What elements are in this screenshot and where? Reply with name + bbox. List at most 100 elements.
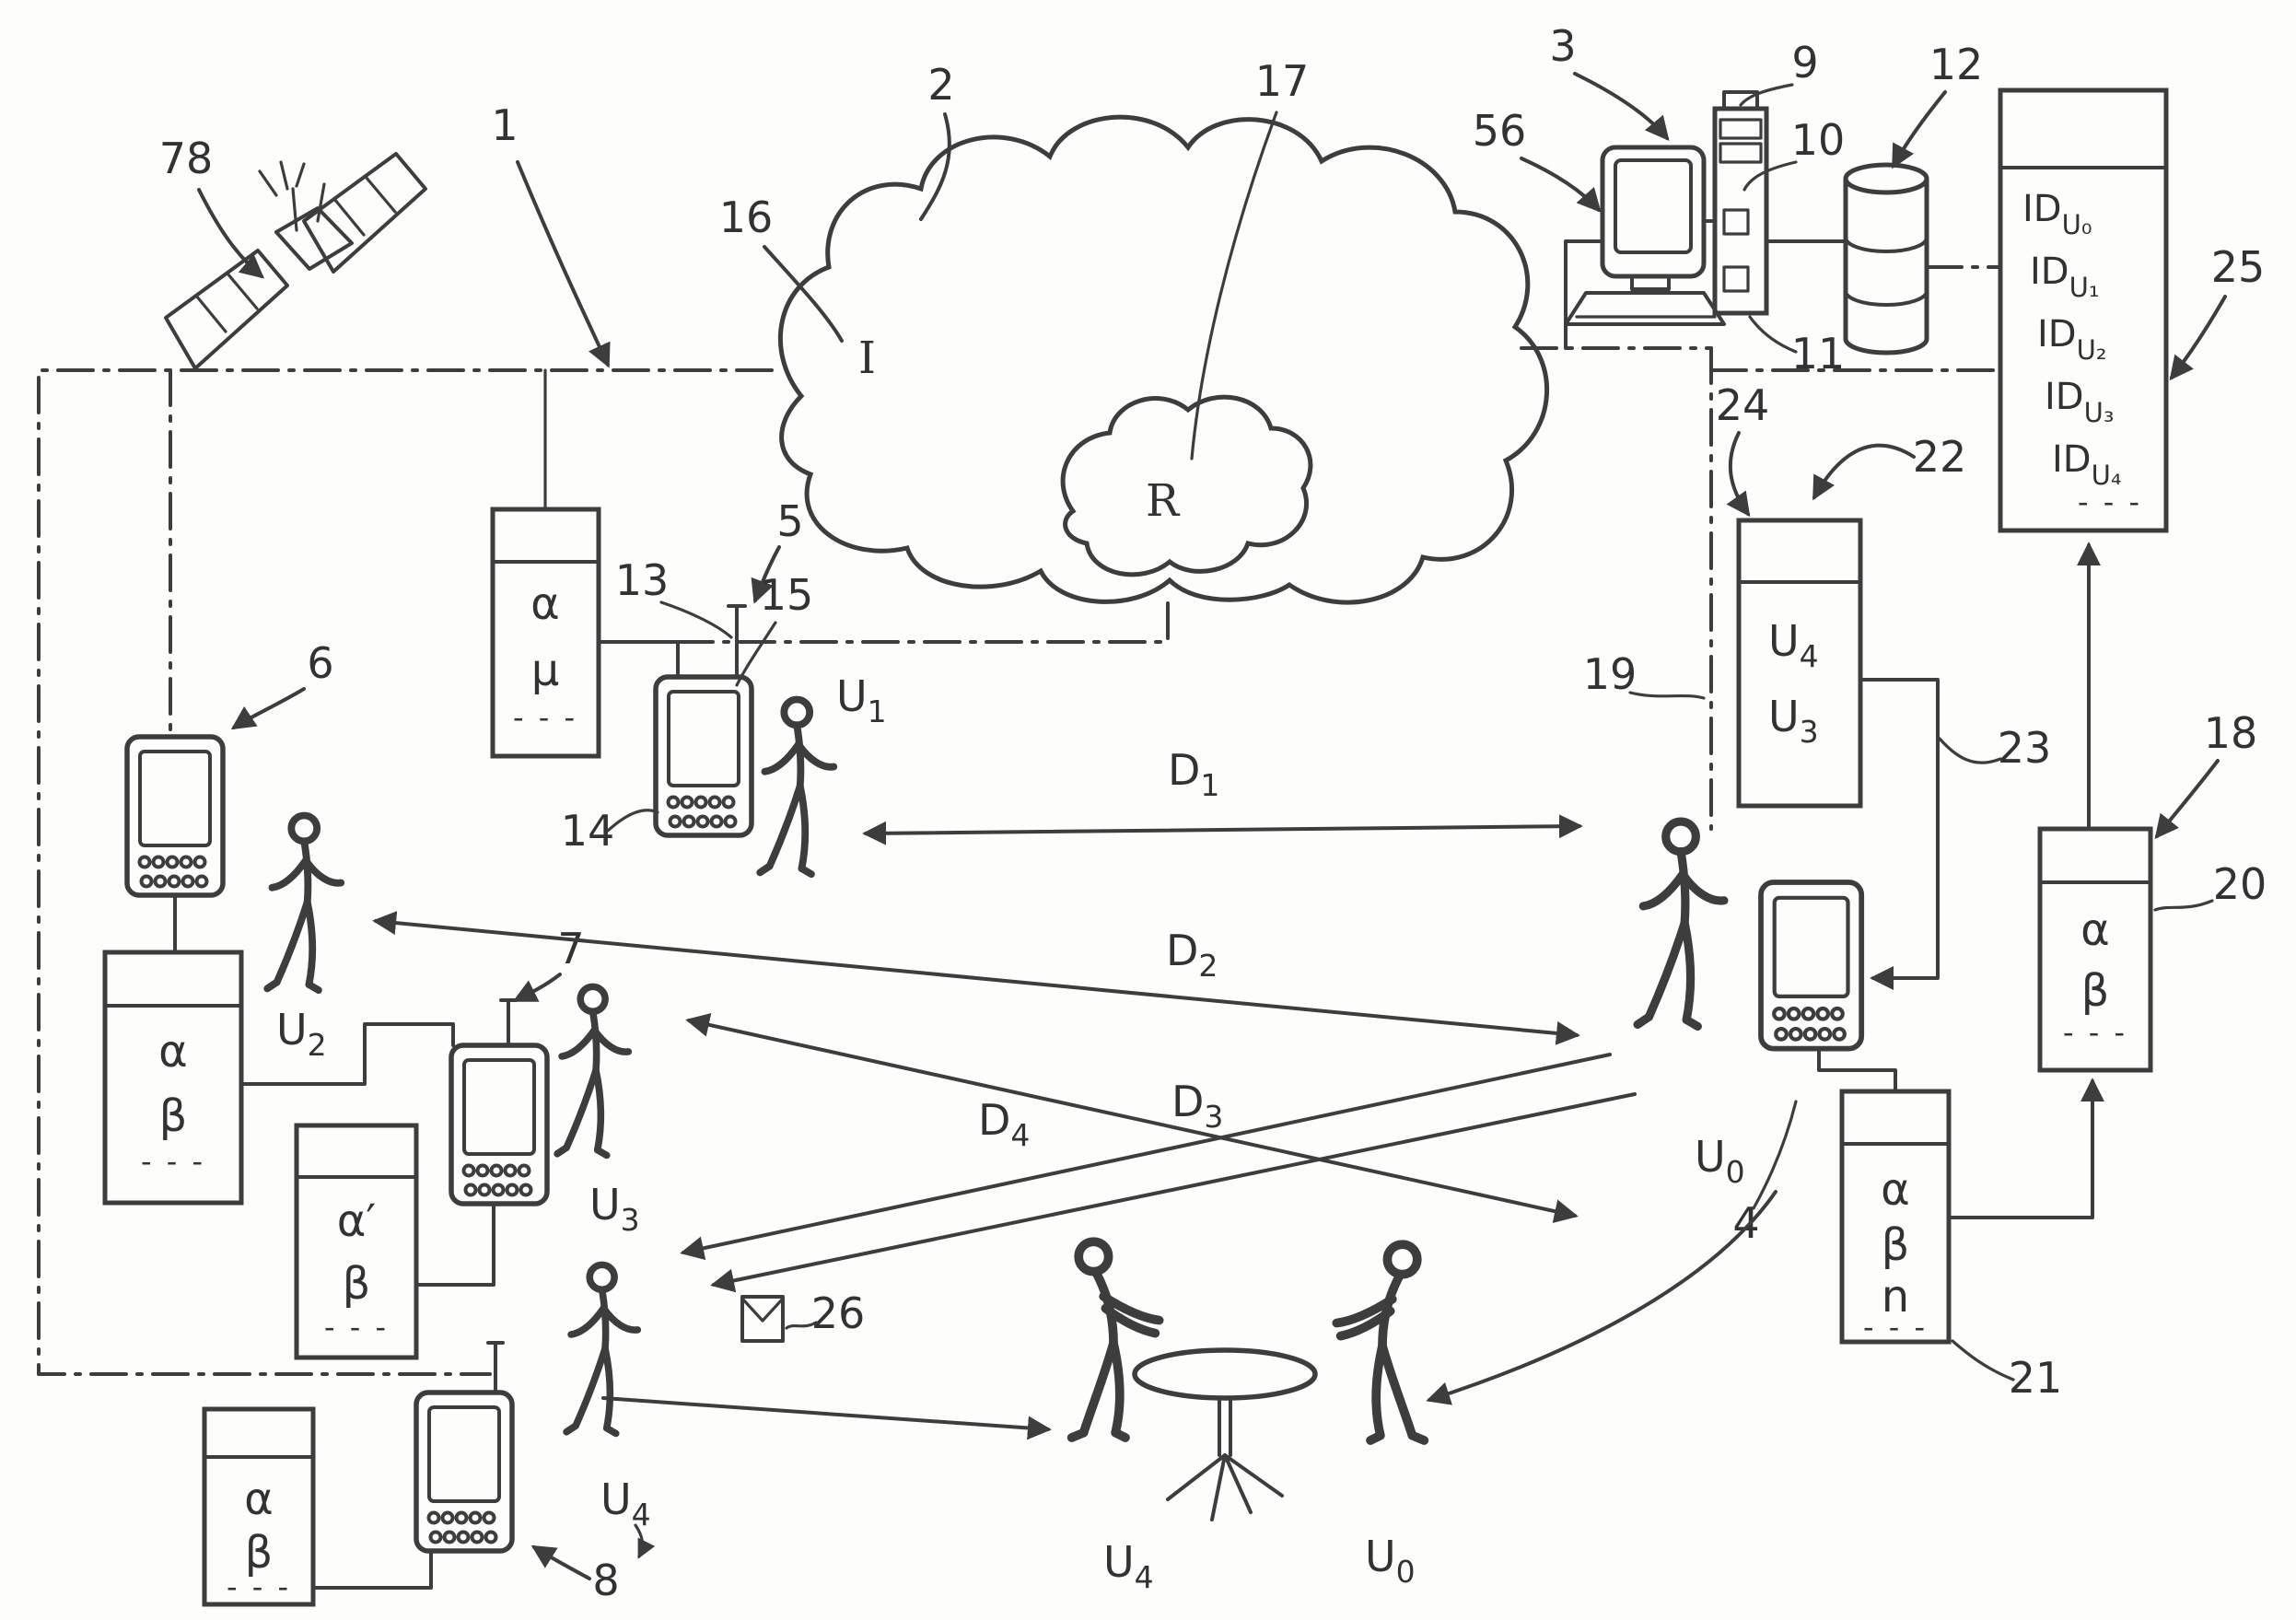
label-20-pointer bbox=[2153, 899, 2214, 912]
label-17: 17 bbox=[1255, 56, 1310, 106]
card-box-18 bbox=[2037, 826, 2153, 1073]
cardu3-ellipsis: - - - bbox=[324, 1310, 389, 1345]
satellite bbox=[164, 152, 427, 370]
user-u1-label: U1 bbox=[836, 671, 887, 729]
user-u3-figure bbox=[557, 986, 628, 1155]
d4-arrow-line2 bbox=[710, 1092, 1637, 1293]
u0-to-table-arrow bbox=[1426, 1190, 1777, 1405]
u4-to-table-arrow bbox=[601, 1396, 1052, 1440]
table-person-u4 bbox=[1072, 1241, 1160, 1438]
phone4-box21-link bbox=[1817, 1047, 1897, 1093]
cardu2-beta: β bbox=[159, 1090, 188, 1142]
label-19: 19 bbox=[1583, 649, 1638, 699]
label-8-arrow bbox=[530, 1544, 591, 1580]
label-21-pointer bbox=[1951, 1339, 2015, 1381]
id-list-ellipsis: - - - bbox=[2078, 484, 2142, 519]
label-24: 24 bbox=[1716, 380, 1770, 430]
label-56: 56 bbox=[1473, 106, 1527, 156]
label-16: 16 bbox=[719, 192, 774, 242]
phone-6 bbox=[127, 737, 223, 895]
id-entry-u4: IDU₄ bbox=[2052, 438, 2121, 491]
label-11: 11 bbox=[1791, 329, 1846, 379]
table-u0-label: U0 bbox=[1365, 1532, 1416, 1590]
d1-arrow bbox=[862, 814, 1583, 845]
label-4-pointer bbox=[1752, 1100, 1798, 1210]
label-10-pointer bbox=[1742, 160, 1798, 192]
label-2: 2 bbox=[927, 60, 954, 110]
label-8: 8 bbox=[592, 1556, 619, 1605]
label-14: 14 bbox=[561, 806, 615, 856]
computer-monitor bbox=[1564, 145, 1726, 326]
card18-beta: β bbox=[2081, 965, 2110, 1017]
label-9: 9 bbox=[1791, 38, 1818, 87]
user-u0-figure bbox=[1638, 822, 1724, 1026]
label-21: 21 bbox=[2009, 1353, 2063, 1403]
id-list-box bbox=[1998, 87, 2169, 533]
card21-alpha: α bbox=[1881, 1164, 1910, 1216]
group-box bbox=[1736, 518, 1863, 809]
card18-ellipsis: - - - bbox=[2063, 1015, 2127, 1050]
phone-8 bbox=[416, 1393, 512, 1551]
u4card-phone8-link bbox=[311, 1549, 433, 1590]
phone-7-antenna bbox=[499, 998, 518, 1047]
id-entry-u3: IDU₃ bbox=[2045, 376, 2114, 428]
envelope-icon bbox=[740, 1295, 785, 1343]
label-1: 1 bbox=[491, 100, 518, 150]
label-78: 78 bbox=[159, 134, 214, 183]
d2-label: D2 bbox=[1166, 926, 1218, 984]
label-5: 5 bbox=[776, 496, 803, 546]
label-12: 12 bbox=[1929, 40, 1984, 89]
cardu4-ellipsis: - - - bbox=[227, 1569, 291, 1604]
id-entry-u1: IDU₁ bbox=[2030, 251, 2099, 303]
label-6: 6 bbox=[307, 638, 333, 688]
user-u1-figure bbox=[760, 699, 833, 874]
label-15-pointer bbox=[735, 621, 777, 687]
label-16-pointer bbox=[763, 245, 844, 343]
computer-down-link bbox=[1564, 239, 1604, 350]
cardu3-beta: β bbox=[343, 1258, 371, 1310]
u2card-phone7-zigzag bbox=[239, 1022, 455, 1086]
card-box-u2 bbox=[102, 950, 244, 1206]
label-13-pointer bbox=[659, 600, 733, 639]
grpbox-phone4-link bbox=[1859, 678, 1940, 990]
label-22: 22 bbox=[1913, 432, 1967, 482]
user-u4-label: U4 bbox=[600, 1474, 651, 1533]
cardu4-alpha: α bbox=[244, 1474, 274, 1525]
sub-cloud-r bbox=[1060, 394, 1313, 577]
user-u0-label: U0 bbox=[1695, 1132, 1745, 1190]
label-56-arrow bbox=[1520, 157, 1602, 213]
label-7-arrow bbox=[512, 973, 562, 1002]
label-18-arrow bbox=[2154, 759, 2220, 840]
label-78-arrow bbox=[197, 188, 264, 279]
label-10: 10 bbox=[1791, 115, 1846, 165]
d3-label: D3 bbox=[1171, 1077, 1223, 1135]
label-24-arrow bbox=[1726, 431, 1751, 518]
user-u4-figure bbox=[566, 1265, 637, 1433]
label-1-arrow bbox=[516, 160, 611, 368]
card-box-u4 bbox=[202, 1406, 316, 1607]
network-cloud bbox=[778, 114, 1550, 605]
label-25-arrow bbox=[2169, 295, 2227, 381]
phone-8-antenna bbox=[486, 1341, 505, 1394]
phone-5-antenna bbox=[727, 604, 747, 679]
cardu4-beta: β bbox=[245, 1527, 274, 1579]
d4-arrow-line1 bbox=[680, 1053, 1612, 1261]
phone7-u3card-link bbox=[414, 1202, 495, 1287]
label-20: 20 bbox=[2213, 859, 2267, 909]
user-u2-label: U2 bbox=[276, 1005, 327, 1063]
meeting-table bbox=[1132, 1347, 1318, 1521]
mu-box-to-phone5 bbox=[597, 640, 680, 679]
table-u4-label: U4 bbox=[1103, 1537, 1154, 1595]
card18-alpha: α bbox=[2080, 904, 2110, 956]
card21-beta: β bbox=[1882, 1219, 1910, 1271]
cardmu-mu: μ bbox=[531, 645, 560, 696]
cardu3-alpha-prime: α′ bbox=[337, 1195, 377, 1247]
d3-arrow bbox=[685, 1013, 1579, 1223]
phone-5 bbox=[656, 677, 752, 835]
d1-label: D1 bbox=[1168, 745, 1219, 803]
label-19-pointer bbox=[1628, 691, 1706, 700]
label-23: 23 bbox=[1998, 723, 2052, 773]
card-box-21 bbox=[1839, 1089, 1952, 1345]
